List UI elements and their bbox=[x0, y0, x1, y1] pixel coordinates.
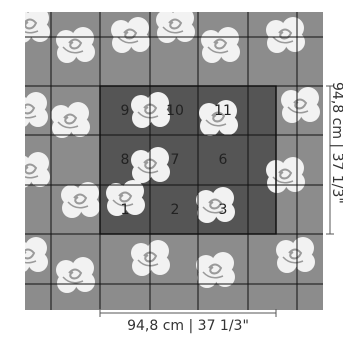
panel-number-7: 7 bbox=[170, 152, 180, 168]
highlight-border bbox=[99, 85, 277, 235]
panel-number-11: 11 bbox=[214, 103, 232, 119]
panel-number-2: 2 bbox=[170, 202, 180, 218]
panel-number-1: 1 bbox=[120, 202, 130, 218]
panel-number-3: 3 bbox=[218, 202, 228, 218]
dimension-lines bbox=[99, 85, 334, 317]
panel-number-9: 9 bbox=[120, 103, 130, 119]
panel-number-6: 6 bbox=[218, 152, 228, 168]
panel-number-10: 10 bbox=[166, 103, 184, 119]
height-dimension-label: 94,8 cm | 37 1/3" bbox=[329, 82, 343, 204]
panel-number-8: 8 bbox=[120, 152, 130, 168]
width-dimension-label: 94,8 cm | 37 1/3" bbox=[127, 318, 249, 334]
